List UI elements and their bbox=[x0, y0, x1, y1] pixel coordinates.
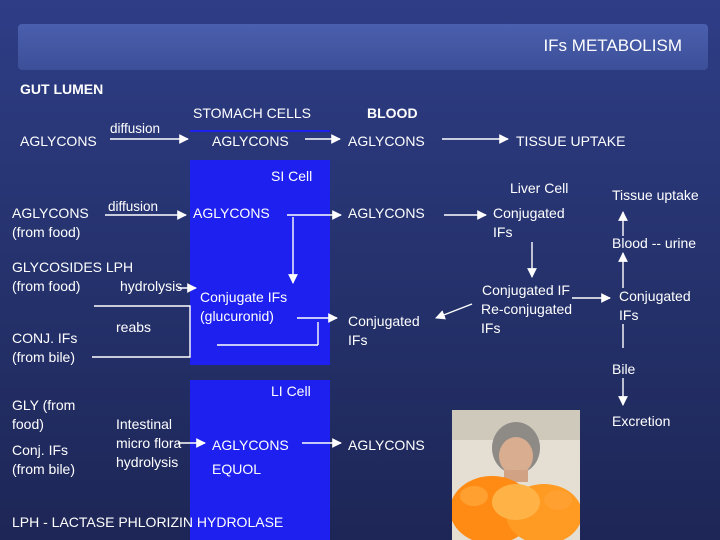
glycosides-source: (from food) bbox=[12, 278, 81, 294]
stomach-cells-heading: STOMACH CELLS bbox=[193, 105, 311, 121]
li-cell-label: LI Cell bbox=[271, 383, 311, 399]
liver-conjugated-ifs: IFs bbox=[493, 224, 513, 240]
conj-ifs-bile: CONJ. IFs bbox=[12, 330, 78, 346]
gly-from: GLY (from bbox=[12, 397, 76, 413]
conj-ifs-lower-source: (from bile) bbox=[12, 461, 76, 477]
micro-flora-label: micro flora bbox=[116, 435, 182, 451]
title-bar: IFs METABOLISM bbox=[18, 24, 708, 70]
liver-conjugated-if: Conjugated IF bbox=[482, 282, 570, 298]
arrow-liver-to-blood-conjugated bbox=[435, 303, 473, 320]
blood-urine: Blood -- urine bbox=[612, 235, 697, 251]
reabs-bracket bbox=[92, 305, 191, 358]
lph-hydrolysis: hydrolysis bbox=[120, 278, 183, 294]
gly-food: food) bbox=[12, 416, 44, 432]
flora-hydrolysis: hydrolysis bbox=[116, 454, 179, 470]
blood-conjugated-ifs: IFs bbox=[348, 332, 368, 348]
slide-title: IFs METABOLISM bbox=[543, 36, 682, 55]
reabs-label: reabs bbox=[116, 319, 152, 335]
liver-re-conjugated: Re-conjugated bbox=[481, 301, 573, 317]
excretion-label: Excretion bbox=[612, 413, 671, 429]
conj-ifs-lower: Conj. IFs bbox=[12, 442, 69, 458]
si-diffusion: diffusion bbox=[108, 199, 159, 214]
li-equol: EQUOL bbox=[212, 461, 262, 477]
conjugate-ifs: Conjugate IFs bbox=[200, 289, 288, 305]
liver-conjugated: Conjugated bbox=[493, 205, 565, 221]
tissue-conjugated: Conjugated bbox=[619, 288, 691, 304]
conj-ifs-bile-source: (from bile) bbox=[12, 349, 76, 365]
gut-aglycons: AGLYCONS bbox=[20, 133, 97, 149]
lph-footnote: LPH - LACTASE PHLORIZIN HYDROLASE bbox=[12, 514, 284, 530]
li-aglycons: AGLYCONS bbox=[212, 437, 289, 453]
glycosides-lph: GLYCOSIDES LPH bbox=[12, 259, 134, 275]
food-aglycons: AGLYCONS bbox=[12, 205, 89, 221]
presenter-photo-drawing bbox=[452, 410, 580, 540]
li-cell-panel bbox=[190, 380, 330, 540]
tissue-uptake: Tissue uptake bbox=[612, 187, 699, 203]
tissue-conjugated-ifs: IFs bbox=[619, 307, 639, 323]
blood-heading: BLOOD bbox=[367, 105, 418, 121]
si-aglycons: AGLYCONS bbox=[193, 205, 270, 221]
presenter-photo bbox=[452, 410, 580, 540]
glucuronid: (glucuronid) bbox=[200, 308, 274, 324]
blood-aglycons-1: AGLYCONS bbox=[348, 133, 425, 149]
si-cell-panel bbox=[190, 160, 330, 365]
tissue-uptake-caps: TISSUE UPTAKE bbox=[516, 133, 626, 149]
liver-cell-label: Liver Cell bbox=[510, 180, 569, 196]
si-cell-label: SI Cell bbox=[271, 168, 313, 184]
gut-diffusion: diffusion bbox=[110, 121, 161, 136]
liver-re-conjugated-ifs: IFs bbox=[481, 320, 501, 336]
blood-aglycons-3: AGLYCONS bbox=[348, 437, 425, 453]
intestinal-label: Intestinal bbox=[116, 416, 173, 432]
food-aglycons-source: (from food) bbox=[12, 224, 81, 240]
bile-label: Bile bbox=[612, 361, 636, 377]
blood-aglycons-2: AGLYCONS bbox=[348, 205, 425, 221]
gut-lumen-heading: GUT LUMEN bbox=[20, 81, 104, 97]
stomach-cell-underline bbox=[190, 130, 330, 132]
stomach-aglycons: AGLYCONS bbox=[212, 133, 289, 149]
blood-conjugated: Conjugated bbox=[348, 313, 420, 329]
